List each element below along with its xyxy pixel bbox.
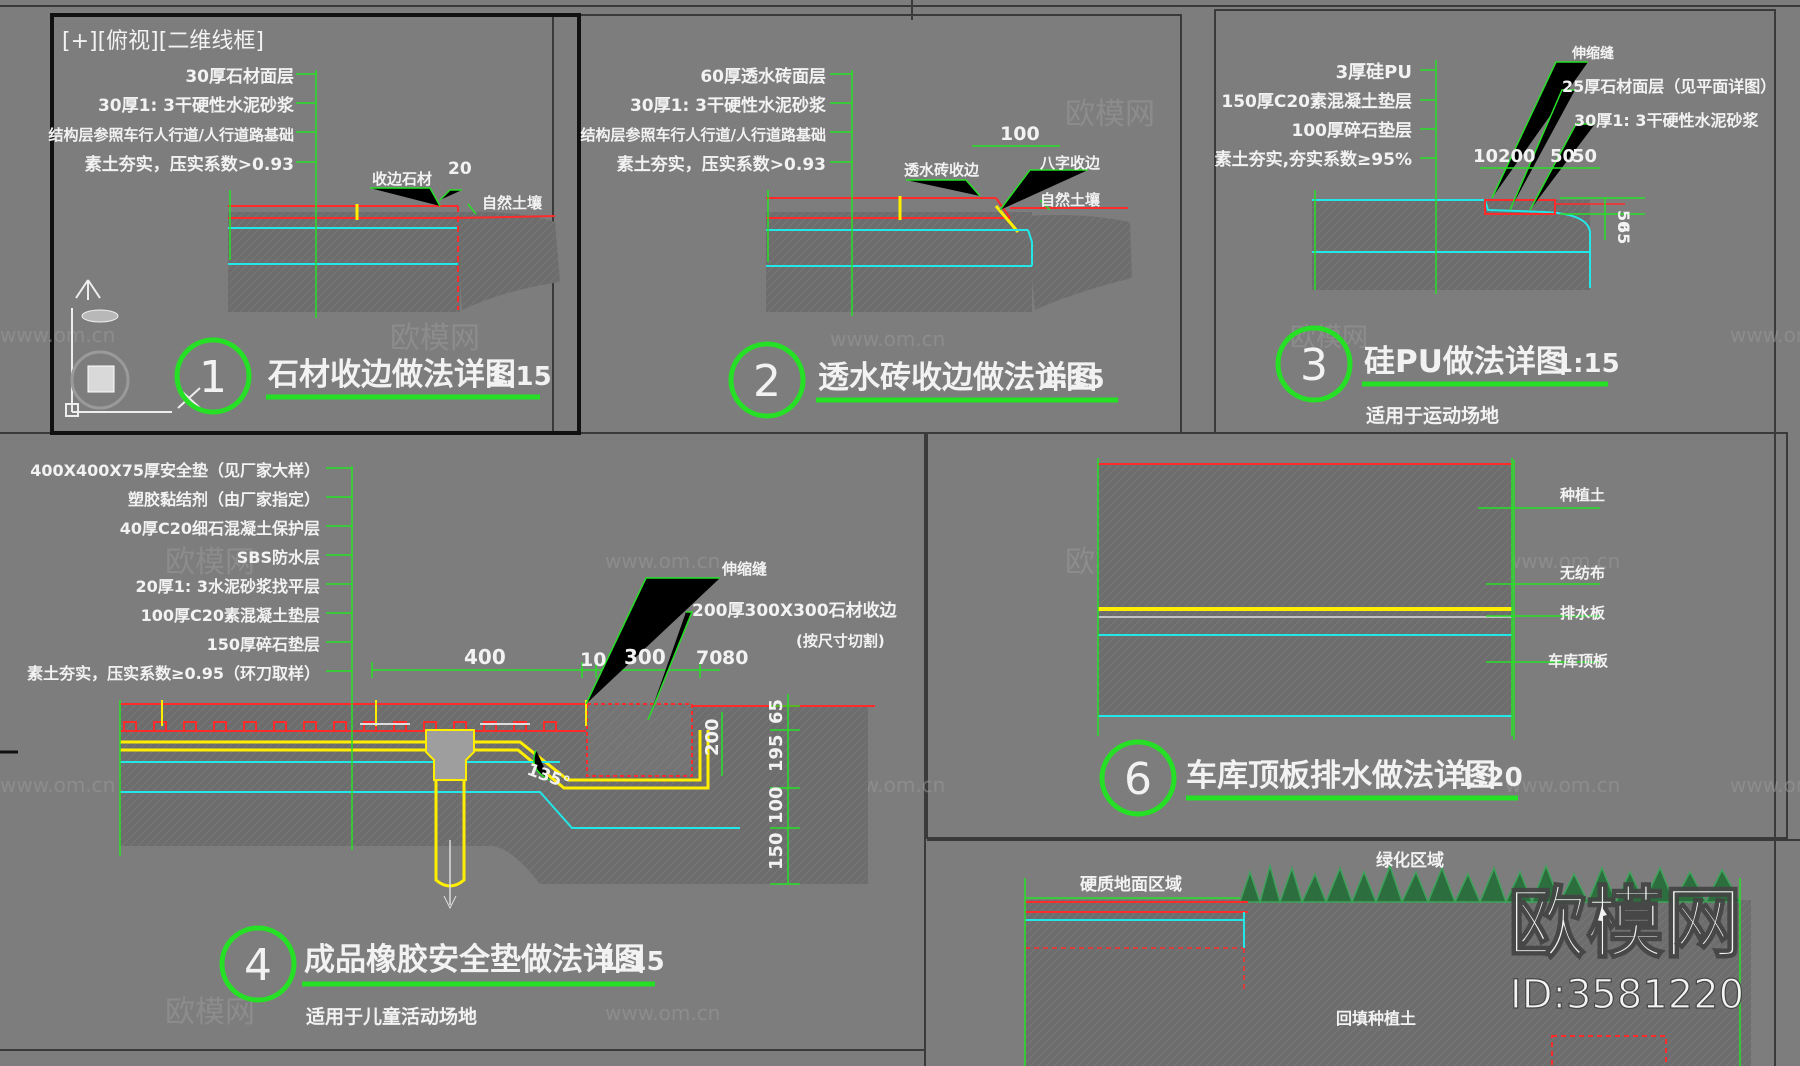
svg-text:透水砖收边: 透水砖收边	[904, 161, 980, 179]
svg-text:欧模网: 欧模网	[1508, 879, 1742, 969]
svg-text:70: 70	[696, 647, 722, 669]
svg-text:结构层参照车行人行道/人行道路基础: 结构层参照车行人行道/人行道路基础	[581, 126, 826, 144]
svg-text:车库顶板排水做法详图: 车库顶板排水做法详图	[1186, 758, 1496, 794]
svg-text:195: 195	[766, 734, 787, 772]
svg-text:车库顶板: 车库顶板	[1548, 652, 1609, 670]
svg-text:ID:3581220: ID:3581220	[1510, 972, 1744, 1018]
panel-6-detail[interactable]: 种植土 无纺布 排水板 车库顶板 6 车库顶板排水做法详图 1:20	[1097, 458, 1609, 817]
svg-text:无纺布: 无纺布	[1559, 564, 1605, 582]
viewport-label[interactable]: [+][俯视][二维线框]	[62, 29, 264, 54]
svg-text:素土夯实，压实系数>0.93: 素土夯实，压实系数>0.93	[85, 154, 294, 175]
svg-text:素土夯实,夯实系数≥95%: 素土夯实,夯实系数≥95%	[1215, 149, 1412, 170]
svg-text:www.om.cn: www.om.cn	[1505, 773, 1620, 797]
svg-text:20: 20	[448, 159, 472, 179]
panel-4-detail[interactable]: 400X400X75厚安全垫（见厂家大样） 塑胶黏结剂（由厂家指定） 40厚C2…	[27, 461, 897, 1028]
svg-text:6: 6	[1124, 754, 1152, 805]
svg-text:80: 80	[722, 647, 748, 669]
svg-text:10: 10	[580, 649, 606, 671]
svg-text:65: 65	[766, 699, 787, 724]
svg-text:伸缩缝: 伸缩缝	[721, 560, 767, 578]
svg-text:4: 4	[244, 940, 272, 991]
svg-text:1:15: 1:15	[487, 362, 552, 392]
svg-text:100: 100	[766, 786, 787, 824]
svg-text:八字收边: 八字收边	[1039, 154, 1101, 172]
svg-text:自然土壤: 自然土壤	[1040, 191, 1101, 209]
active-viewport-frame[interactable]	[50, 13, 581, 435]
watermark-logo: 欧模网 ID:3581220	[1507, 878, 1745, 1019]
svg-text:www.om.cn: www.om.cn	[1730, 773, 1800, 797]
svg-text:200厚300X300石材收边: 200厚300X300石材收边	[692, 600, 898, 621]
svg-text:30厚1: 3干硬性水泥砂浆: 30厚1: 3干硬性水泥砂浆	[98, 95, 295, 116]
svg-text:塑胶黏结剂（由厂家指定）: 塑胶黏结剂（由厂家指定）	[128, 490, 320, 509]
svg-text:100厚C20素混凝土垫层: 100厚C20素混凝土垫层	[141, 606, 320, 625]
svg-text:www.om.cn: www.om.cn	[830, 327, 945, 351]
svg-text:素土夯实，压实系数≥0.95（环刀取样）: 素土夯实，压实系数≥0.95（环刀取样）	[27, 664, 320, 683]
svg-text:150: 150	[766, 832, 787, 870]
svg-text:www.om.cn: www.om.cn	[1730, 323, 1800, 347]
svg-text:适用于儿童活动场地: 适用于儿童活动场地	[306, 1005, 477, 1028]
svg-text:1: 1	[199, 352, 227, 403]
svg-text:www.om.cn: www.om.cn	[605, 549, 720, 573]
panel-3-detail[interactable]: 3厚硅PU 150厚C20素混凝土垫层 100厚碎石垫层 素土夯实,夯实系数≥9…	[1215, 45, 1777, 427]
svg-text:30厚1: 3干硬性水泥砂浆: 30厚1: 3干硬性水泥砂浆	[630, 95, 827, 116]
svg-text:1:20: 1:20	[1458, 763, 1523, 793]
panel-1-detail[interactable]: 30厚石材面层 30厚1: 3干硬性水泥砂浆 结构层参照车行人行道/人行道路基础…	[49, 66, 560, 415]
svg-text:(按尺寸切割): (按尺寸切割)	[796, 632, 885, 650]
svg-text:50: 50	[1550, 146, 1575, 167]
svg-text:回填种植土: 回填种植土	[1336, 1009, 1416, 1028]
svg-text:绿化区域: 绿化区域	[1376, 850, 1444, 871]
svg-text:成品橡胶安全垫做法详图: 成品橡胶安全垫做法详图	[304, 942, 645, 978]
svg-text:30厚1: 3干硬性水泥砂浆: 30厚1: 3干硬性水泥砂浆	[1574, 111, 1760, 130]
svg-text:300: 300	[624, 645, 666, 669]
svg-text:3厚硅PU: 3厚硅PU	[1336, 61, 1412, 83]
svg-text:50: 50	[1572, 146, 1597, 167]
svg-text:石材收边做法详图: 石材收边做法详图	[267, 357, 516, 393]
svg-text:欧模网: 欧模网	[390, 321, 480, 356]
svg-text:100厚碎石垫层: 100厚碎石垫层	[1292, 120, 1413, 141]
panel-7-detail[interactable]: 硬质地面区域 绿化区域 回填种植土	[1024, 850, 1751, 1066]
svg-text:欧模网: 欧模网	[1065, 97, 1155, 132]
svg-text:150厚C20素混凝土垫层: 150厚C20素混凝土垫层	[1221, 91, 1412, 112]
svg-text:200: 200	[702, 718, 723, 756]
svg-text:200: 200	[1498, 146, 1536, 167]
svg-text:60厚透水砖面层: 60厚透水砖面层	[700, 66, 826, 87]
svg-text:100: 100	[1000, 123, 1040, 145]
svg-text:40厚C20细石混凝土保护层: 40厚C20细石混凝土保护层	[120, 519, 320, 538]
svg-text:1:15: 1:15	[1040, 365, 1105, 395]
svg-text:3: 3	[1300, 340, 1328, 391]
svg-text:自然土壤: 自然土壤	[482, 194, 543, 212]
svg-text:400X400X75厚安全垫（见厂家大样）: 400X400X75厚安全垫（见厂家大样）	[30, 461, 320, 480]
svg-text:400: 400	[464, 645, 506, 669]
panel-2-detail[interactable]: 60厚透水砖面层 30厚1: 3干硬性水泥砂浆 结构层参照车行人行道/人行道路基…	[581, 66, 1132, 419]
svg-text:www.om.cn: www.om.cn	[1505, 549, 1620, 573]
svg-text:1:15: 1:15	[1555, 349, 1620, 379]
svg-text:欧模网: 欧模网	[165, 545, 255, 580]
svg-text:150厚碎石垫层: 150厚碎石垫层	[207, 635, 320, 654]
svg-text:种植土: 种植土	[1559, 486, 1605, 504]
svg-text:10: 10	[1473, 146, 1498, 167]
svg-text:50: 50	[1614, 210, 1633, 232]
svg-text:www.om.cn: www.om.cn	[605, 1001, 720, 1025]
svg-text:www.om.cn: www.om.cn	[0, 323, 115, 347]
svg-text:20厚1: 3水泥砂浆找平层: 20厚1: 3水泥砂浆找平层	[135, 577, 320, 596]
svg-text:透水砖收边做法详图: 透水砖收边做法详图	[818, 360, 1097, 396]
svg-text:结构层参照车行人行道/人行道路基础: 结构层参照车行人行道/人行道路基础	[49, 126, 294, 144]
svg-text:www.om.cn: www.om.cn	[0, 773, 115, 797]
svg-text:25厚石材面层（见平面详图）: 25厚石材面层（见平面详图）	[1562, 77, 1776, 96]
svg-text:收边石材: 收边石材	[372, 170, 432, 188]
svg-text:硬质地面区域: 硬质地面区域	[1080, 874, 1182, 895]
svg-text:伸缩缝: 伸缩缝	[1571, 45, 1614, 62]
svg-text:30厚石材面层: 30厚石材面层	[185, 66, 294, 87]
svg-text:素土夯实，压实系数>0.93: 素土夯实，压实系数>0.93	[617, 154, 826, 175]
svg-text:1:15: 1:15	[600, 947, 665, 977]
svg-text:欧模网: 欧模网	[165, 995, 255, 1030]
svg-text:2: 2	[753, 356, 781, 407]
svg-text:排水板: 排水板	[1560, 604, 1606, 622]
svg-text:硅PU做法详图: 硅PU做法详图	[1364, 344, 1567, 380]
svg-text:65: 65	[1614, 222, 1633, 244]
svg-text:SBS防水层: SBS防水层	[237, 548, 320, 567]
ucs-axis-icon[interactable]	[65, 279, 201, 417]
svg-text:适用于运动场地: 适用于运动场地	[1366, 404, 1499, 427]
